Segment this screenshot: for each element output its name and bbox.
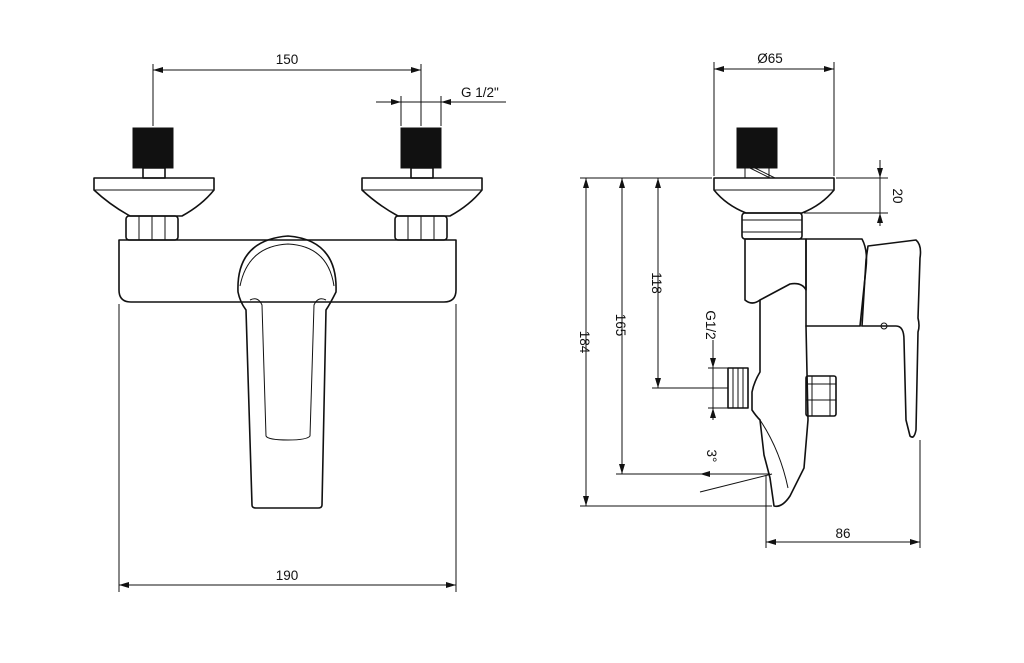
- dim-inlet-spacing-label: 150: [276, 52, 299, 67]
- side-escutcheon: [713, 177, 835, 214]
- dim-body-diameter: Ø65: [713, 51, 835, 176]
- side-diverter: [805, 375, 837, 417]
- dim-outlet-thread-label: G1/2: [703, 310, 718, 339]
- left-inlet-thread: [132, 127, 174, 179]
- left-hex-nut: [125, 215, 179, 241]
- side-body: [744, 238, 807, 304]
- dim-body-diameter-label: Ø65: [757, 51, 783, 66]
- dim-outlet-thread: G1/2: [703, 310, 728, 420]
- dim-projection-label: 86: [835, 526, 850, 541]
- dim-spout-angle: 3°: [690, 450, 773, 493]
- right-escutcheon: [361, 177, 483, 217]
- side-spout: [751, 299, 809, 508]
- right-inlet-thread: [400, 127, 442, 179]
- dim-total-height-label: 184: [577, 331, 592, 354]
- dim-nut-height-label: 20: [890, 188, 905, 203]
- dim-outlet-height-label: 165: [613, 314, 628, 337]
- dim-inlet-spacing: 150: [152, 52, 422, 126]
- dim-projection: 86: [765, 440, 921, 548]
- left-escutcheon: [93, 177, 215, 217]
- front-view: 150 G 1/2" 190: [93, 52, 506, 592]
- dim-inlet-axis-height-label: 118: [649, 272, 664, 294]
- side-outlet-thread: [727, 367, 749, 409]
- dim-front-width: 190: [118, 304, 457, 592]
- side-inlet-thread: [736, 127, 778, 179]
- side-hex-nut: [741, 212, 803, 240]
- dim-nut-height: 20: [804, 160, 905, 226]
- dim-inlet-thread: G 1/2": [376, 85, 506, 126]
- side-view: G1/2 3° Ø65 20: [577, 51, 922, 548]
- dim-outlet-height: 165: [613, 178, 690, 475]
- mixer-body: [118, 239, 457, 303]
- lever-handle: [237, 235, 337, 509]
- right-hex-nut: [394, 215, 448, 241]
- dim-front-width-label: 190: [276, 568, 299, 583]
- side-handle: [861, 239, 922, 438]
- dim-inlet-thread-label: G 1/2": [461, 85, 499, 100]
- dim-spout-angle-label: 3°: [704, 450, 719, 463]
- dim-inlet-axis-height: 118: [649, 178, 728, 389]
- dim-total-height: 184: [577, 178, 772, 507]
